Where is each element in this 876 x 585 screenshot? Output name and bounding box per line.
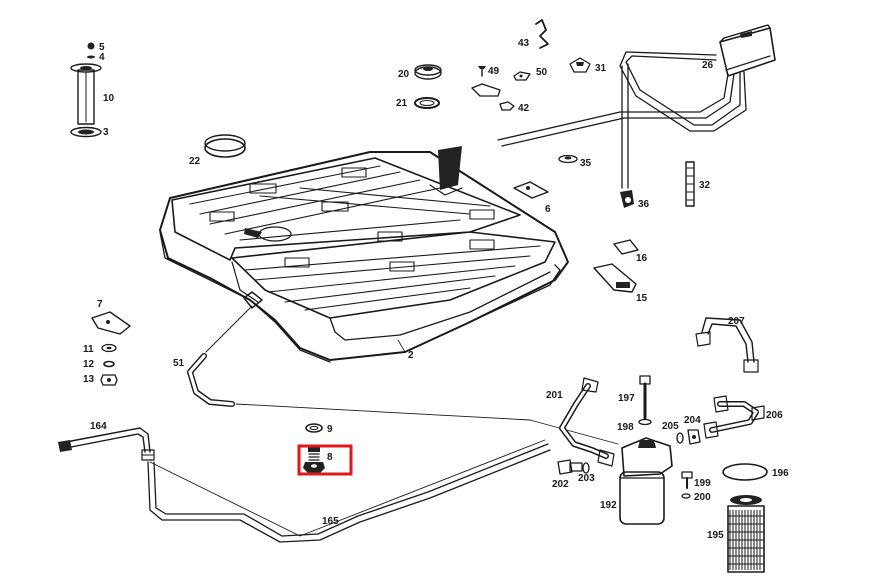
- label-202: 202: [552, 479, 569, 490]
- label-201: 201: [546, 390, 563, 401]
- label-32: 32: [699, 180, 711, 191]
- hose-32[interactable]: [685, 161, 695, 207]
- seal-205[interactable]: [676, 432, 684, 444]
- label-22: 22: [189, 156, 201, 167]
- label-2: 2: [408, 350, 414, 361]
- bracket-6[interactable]: [513, 181, 549, 199]
- label-198: 198: [617, 422, 634, 433]
- label-3: 3: [103, 127, 109, 138]
- label-31: 31: [595, 63, 607, 74]
- filter-housing-192[interactable]: [619, 437, 673, 525]
- filler-cap-seal[interactable]: [414, 97, 440, 109]
- bolt-197[interactable]: [638, 375, 652, 426]
- filter-element-195[interactable]: [727, 495, 765, 573]
- fitting-36[interactable]: [620, 190, 634, 208]
- label-13: 13: [83, 374, 95, 385]
- drain-plug-8[interactable]: [303, 446, 325, 473]
- label-42: 42: [518, 103, 530, 114]
- label-26: 26: [702, 60, 714, 71]
- clip-43[interactable]: [535, 19, 549, 49]
- banjo-bolt-202[interactable]: [557, 459, 583, 475]
- label-207: 207: [728, 316, 745, 327]
- fuel-line-201[interactable]: [559, 377, 615, 467]
- screw-199[interactable]: [681, 471, 693, 489]
- fuel-level-sender[interactable]: [70, 42, 102, 138]
- label-20: 20: [398, 69, 410, 80]
- label-16: 16: [636, 253, 648, 264]
- label-50: 50: [536, 67, 548, 78]
- washer-11[interactable]: [101, 343, 117, 353]
- fuel-line-165[interactable]: [147, 443, 551, 543]
- label-4: 4: [99, 52, 105, 63]
- gasket-196[interactable]: [722, 463, 768, 481]
- label-9: 9: [327, 424, 333, 435]
- label-15: 15: [636, 293, 648, 304]
- washer-200[interactable]: [681, 493, 691, 499]
- label-21: 21: [396, 98, 408, 109]
- fuel-tank[interactable]: [159, 146, 569, 363]
- hose-51[interactable]: [187, 353, 235, 407]
- bracket-48[interactable]: [471, 83, 501, 97]
- grommet-35[interactable]: [558, 154, 578, 164]
- label-51: 51: [173, 358, 185, 369]
- label-12: 12: [83, 359, 95, 370]
- bracket-16[interactable]: [613, 239, 639, 255]
- label-7: 7: [97, 299, 103, 310]
- highlight-box-part-8: [297, 444, 353, 476]
- label-195: 195: [707, 530, 724, 541]
- fuel-line-206[interactable]: [703, 395, 765, 439]
- label-206: 206: [766, 410, 783, 421]
- expansion-tank[interactable]: [719, 24, 776, 77]
- label-197: 197: [618, 393, 635, 404]
- clip-42[interactable]: [499, 101, 515, 111]
- label-203: 203: [578, 473, 595, 484]
- label-192: 192: [600, 500, 617, 511]
- label-49: 49: [488, 66, 500, 77]
- nut-13[interactable]: [100, 374, 118, 386]
- label-165: 165: [322, 516, 339, 527]
- label-5: 5: [99, 42, 105, 53]
- bracket-15[interactable]: [593, 263, 637, 293]
- plate-7[interactable]: [91, 311, 131, 335]
- clip-50[interactable]: [513, 71, 531, 81]
- clip-31[interactable]: [569, 57, 591, 73]
- filler-cap[interactable]: [414, 64, 442, 80]
- washer-9[interactable]: [305, 423, 323, 433]
- lock-washer-12[interactable]: [103, 360, 115, 368]
- label-43: 43: [518, 38, 530, 49]
- sender-gasket[interactable]: [204, 134, 246, 158]
- label-200: 200: [694, 492, 711, 503]
- label-36: 36: [638, 199, 650, 210]
- seal-203[interactable]: [582, 462, 590, 474]
- label-205: 205: [662, 421, 679, 432]
- label-204: 204: [684, 415, 701, 426]
- label-10: 10: [103, 93, 115, 104]
- banjo-bolt-204[interactable]: [687, 429, 701, 445]
- label-199: 199: [694, 478, 711, 489]
- label-6: 6: [545, 204, 551, 215]
- vent-lines[interactable]: [497, 51, 747, 189]
- label-196: 196: [772, 468, 789, 479]
- screw-49[interactable]: [478, 66, 486, 77]
- label-164: 164: [90, 421, 107, 432]
- fuel-line-207[interactable]: [695, 317, 759, 373]
- fuel-line-164[interactable]: [58, 427, 155, 461]
- label-8: 8: [327, 452, 333, 463]
- label-11: 11: [83, 344, 94, 355]
- label-35: 35: [580, 158, 592, 169]
